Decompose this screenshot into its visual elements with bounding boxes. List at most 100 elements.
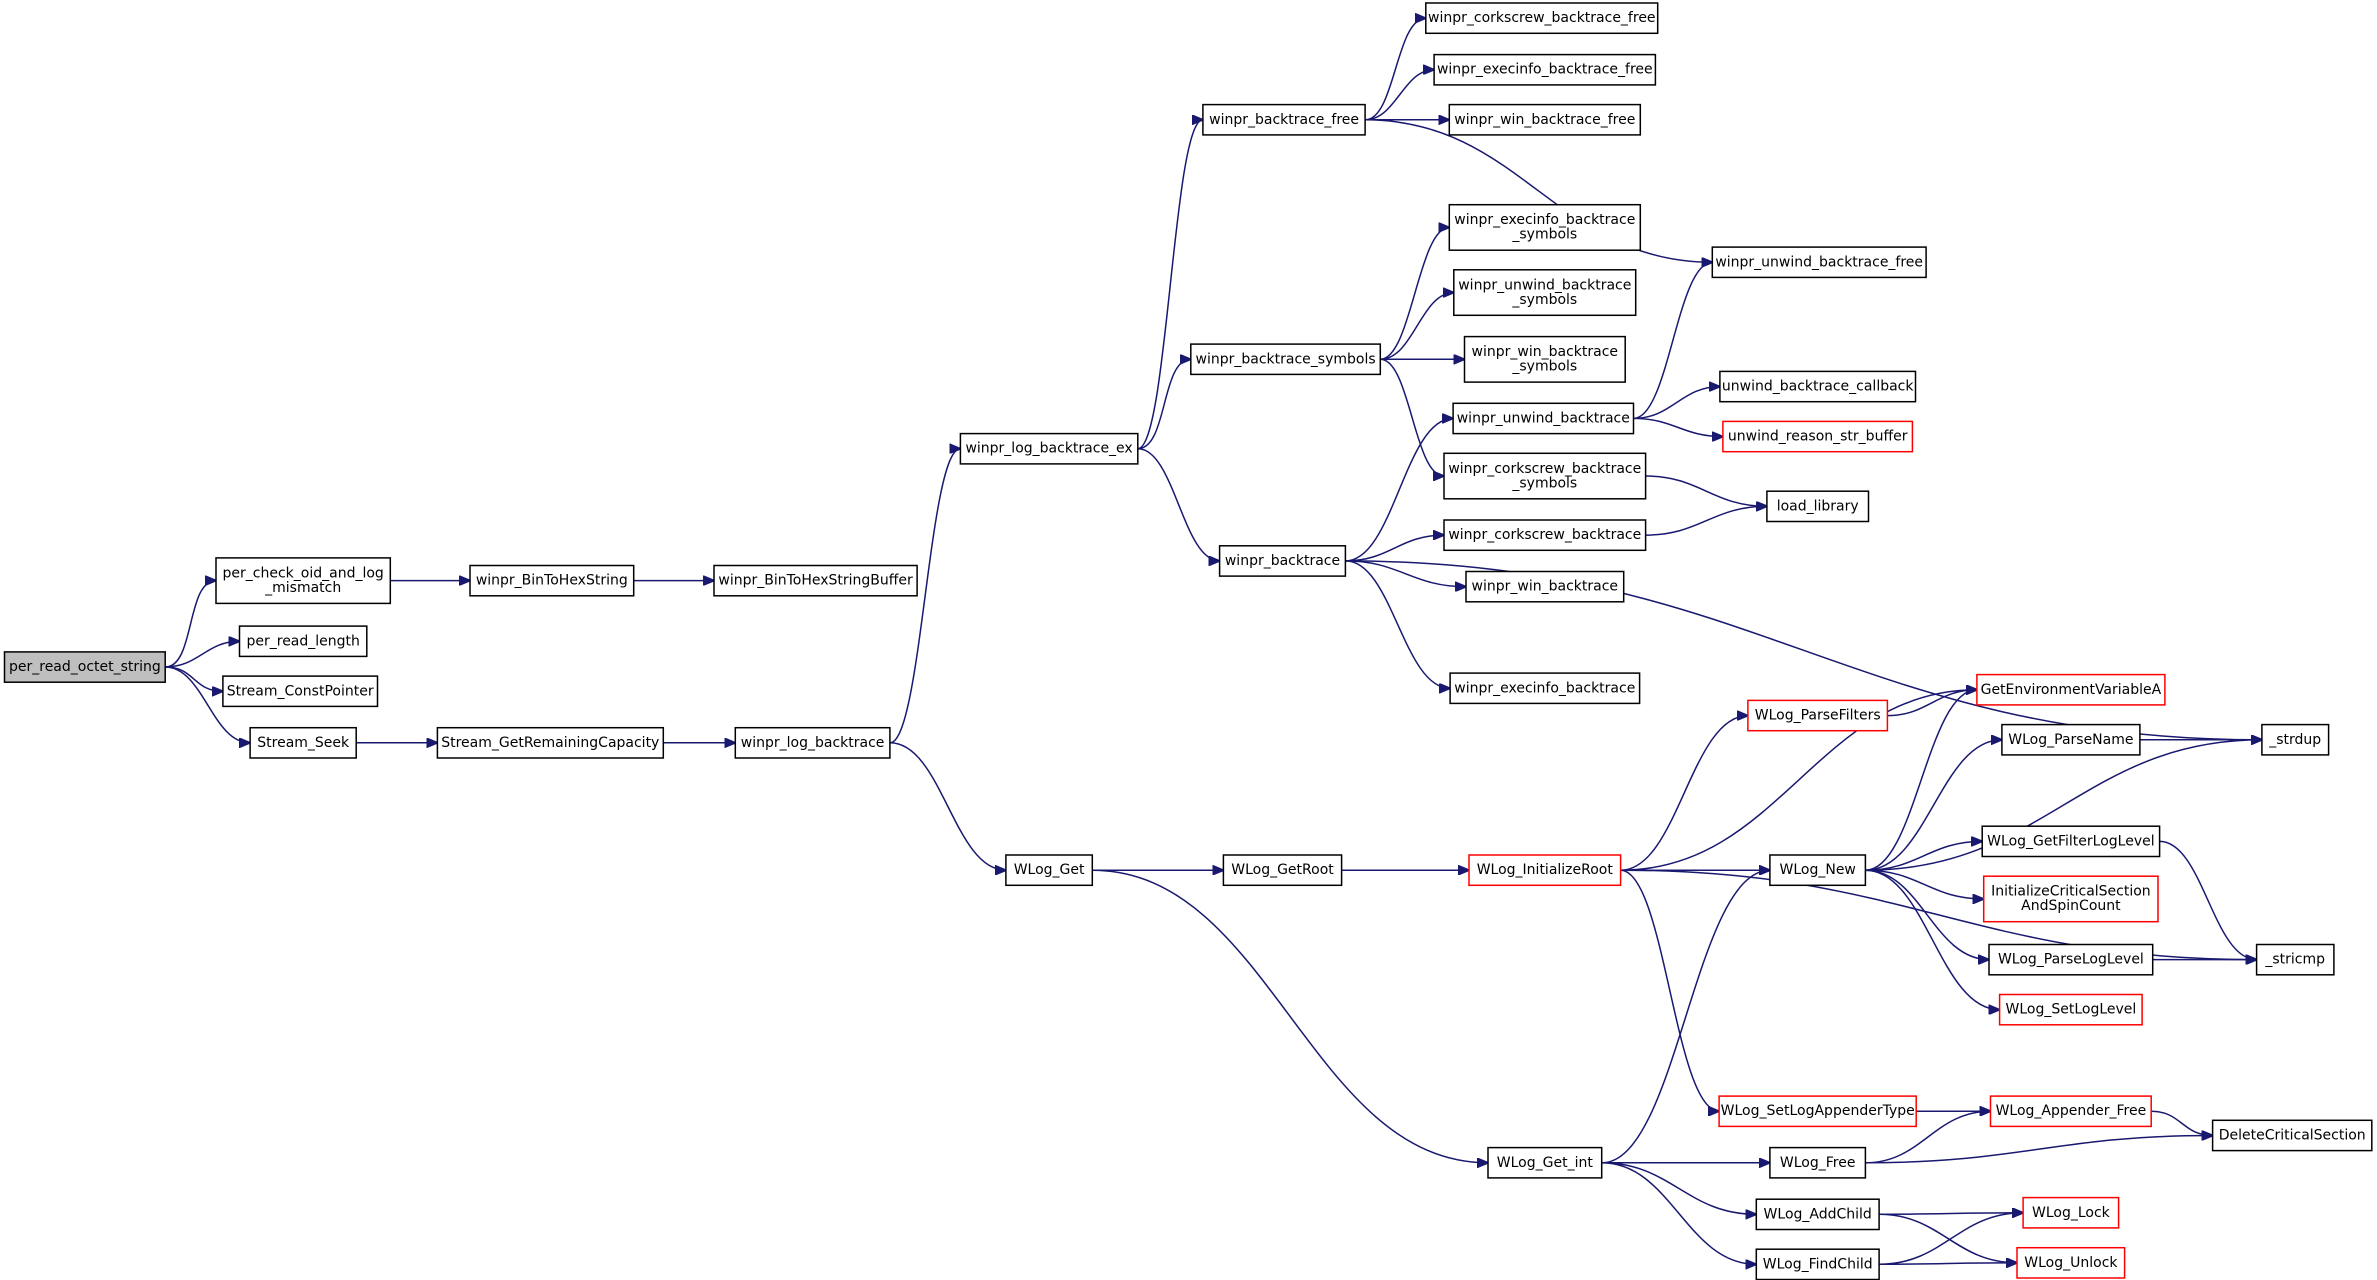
- edge-n12-n21: [1380, 358, 1444, 476]
- graph-node[interactable]: winpr_unwind_backtrace: [1452, 402, 1635, 435]
- edge-n12-n19: [1380, 293, 1454, 361]
- graph-node[interactable]: WLog_FindChild: [1755, 1248, 1880, 1280]
- node-label: winpr_log_backtrace: [741, 735, 885, 751]
- graph-node[interactable]: WLog_Unlock: [2016, 1246, 2126, 1279]
- node-box: [1463, 335, 1626, 383]
- edge-n0-n3: [165, 666, 223, 691]
- graph-node[interactable]: per_check_oid_and_log_mismatch: [215, 557, 392, 605]
- graph-node[interactable]: winpr_corkscrew_backtrace_symbols: [1443, 452, 1647, 500]
- node-label: winpr_corkscrew_backtrace: [1448, 461, 1641, 477]
- node-label: DeleteCriticalSection: [2219, 1128, 2366, 1144]
- graph-node[interactable]: winpr_log_backtrace: [734, 726, 891, 759]
- graph-node[interactable]: WLog_ParseName: [2001, 723, 2141, 756]
- graph-node[interactable]: winpr_unwind_backtrace_free: [1711, 246, 1927, 279]
- node-label: _symbols: [1511, 475, 1577, 491]
- graph-node[interactable]: winpr_execinfo_backtrace_symbols: [1448, 203, 1642, 251]
- graph-node[interactable]: Stream_Seek: [249, 726, 357, 759]
- graph-node[interactable]: WLog_ParseLogLevel: [1988, 943, 2154, 976]
- node-box: [1755, 1198, 1880, 1231]
- graph-node[interactable]: WLog_ParseFilters: [1747, 699, 1889, 732]
- graph-node[interactable]: Stream_GetRemainingCapacity: [436, 726, 665, 759]
- graph-node[interactable]: unwind_backtrace_callback: [1719, 370, 1917, 403]
- graph-node[interactable]: GetEnvironmentVariableA: [1976, 673, 2166, 706]
- node-box: [1202, 103, 1366, 136]
- node-box: [1468, 854, 1622, 887]
- edge-n47-n48: [1879, 1213, 2023, 1266]
- edge-n31-n46: [1601, 1162, 1757, 1215]
- node-box: [2255, 943, 2335, 976]
- edge-n0-n2: [165, 641, 239, 668]
- graph-node[interactable]: WLog_Free: [1769, 1146, 1867, 1179]
- edge-n9-n11: [1137, 120, 1203, 450]
- graph-node[interactable]: DeleteCriticalSection: [2211, 1119, 2373, 1152]
- edge-n13-n28: [1345, 560, 1451, 688]
- graph-node[interactable]: winpr_unwind_backtrace_symbols: [1453, 269, 1637, 317]
- node-label: WLog_GetRoot: [1231, 862, 1334, 878]
- graph-node[interactable]: Stream_ConstPointer: [222, 675, 379, 708]
- edge-n11-n15: [1365, 70, 1434, 121]
- graph-node[interactable]: winpr_BinToHexStringBuffer: [713, 564, 918, 597]
- edge-n33-n34: [1887, 690, 1977, 717]
- graph-node[interactable]: winpr_win_backtrace: [1465, 570, 1625, 603]
- edge-n13-n27: [1345, 560, 1467, 587]
- node-label: winpr_unwind_backtrace: [1458, 277, 1631, 293]
- graph-node[interactable]: _stricmp: [2255, 943, 2335, 976]
- graph-node[interactable]: WLog_Get: [1005, 854, 1094, 887]
- graph-node[interactable]: winpr_win_backtrace_free: [1448, 103, 1642, 136]
- node-box: [2261, 723, 2330, 756]
- graph-node[interactable]: load_library: [1766, 490, 1870, 523]
- edge-n32-n33: [1620, 716, 1748, 871]
- graph-node[interactable]: winpr_corkscrew_backtrace: [1443, 519, 1647, 552]
- graph-node[interactable]: WLog_Appender_Free: [1989, 1095, 2152, 1128]
- edge-n8-n9: [889, 449, 961, 744]
- graph-node[interactable]: per_read_octet_string: [3, 651, 166, 683]
- node-box: [1448, 203, 1642, 251]
- node-label: winpr_win_backtrace: [1472, 344, 1618, 360]
- graph-node[interactable]: WLog_InitializeRoot: [1468, 854, 1622, 887]
- node-label: WLog_New: [1780, 862, 1856, 878]
- graph-node[interactable]: WLog_SetLogLevel: [1998, 993, 2143, 1026]
- node-label: _symbols: [1511, 359, 1577, 375]
- graph-node[interactable]: WLog_Lock: [2022, 1196, 2120, 1229]
- node-box: [1222, 854, 1343, 887]
- graph-node[interactable]: unwind_reason_str_buffer: [1722, 420, 1914, 453]
- node-box: [1711, 246, 1927, 279]
- graph-node[interactable]: WLog_SetLogAppenderType: [1718, 1095, 1917, 1128]
- graph-node[interactable]: WLog_New: [1769, 854, 1867, 887]
- node-label: GetEnvironmentVariableA: [1981, 682, 2162, 698]
- node-label: winpr_execinfo_backtrace_free: [1437, 62, 1653, 78]
- graph-node[interactable]: winpr_backtrace_free: [1202, 103, 1366, 136]
- graph-node[interactable]: WLog_Get_int: [1487, 1146, 1603, 1179]
- graph-node[interactable]: WLog_GetRoot: [1222, 854, 1343, 887]
- node-box: [2001, 723, 2141, 756]
- graph-node[interactable]: winpr_BinToHexString: [469, 564, 635, 597]
- graph-node[interactable]: winpr_backtrace: [1218, 545, 1347, 577]
- graph-node[interactable]: per_read_length: [238, 625, 368, 658]
- graph-node[interactable]: winpr_execinfo_backtrace: [1449, 672, 1641, 705]
- node-label: Stream_GetRemainingCapacity: [441, 735, 659, 751]
- edge-n32-n42: [1620, 869, 1720, 1111]
- edge-n45-n43: [1865, 1111, 1990, 1164]
- node-label: winpr_BinToHexString: [476, 573, 628, 589]
- graph-node[interactable]: WLog_AddChild: [1755, 1198, 1880, 1231]
- graph-node[interactable]: winpr_win_backtrace_symbols: [1463, 335, 1626, 383]
- graph-node[interactable]: winpr_corkscrew_backtrace_free: [1425, 2, 1659, 35]
- node-box: [1452, 402, 1635, 435]
- graph-node[interactable]: winpr_log_backtrace_ex: [959, 432, 1139, 465]
- node-box: [469, 564, 635, 597]
- node-label: WLog_Get: [1014, 862, 1085, 878]
- edge-n46-n49: [1879, 1213, 2017, 1263]
- graph-node[interactable]: WLog_GetFilterLogLevel: [1981, 825, 2161, 858]
- graph-node[interactable]: winpr_backtrace_symbols: [1190, 343, 1382, 376]
- node-box: [1982, 875, 2159, 923]
- node-label: winpr_win_backtrace_free: [1454, 112, 1635, 128]
- node-label: winpr_unwind_backtrace_free: [1715, 254, 1923, 270]
- edge-n35-n34: [1865, 690, 1977, 871]
- graph-node[interactable]: _strdup: [2261, 723, 2330, 756]
- node-label: WLog_ParseLogLevel: [1998, 952, 2144, 968]
- graph-node[interactable]: winpr_execinfo_backtrace_free: [1433, 53, 1657, 86]
- node-label: winpr_execinfo_backtrace: [1454, 212, 1635, 228]
- node-label: winpr_corkscrew_backtrace_free: [1428, 10, 1656, 26]
- node-label: WLog_AddChild: [1764, 1206, 1872, 1222]
